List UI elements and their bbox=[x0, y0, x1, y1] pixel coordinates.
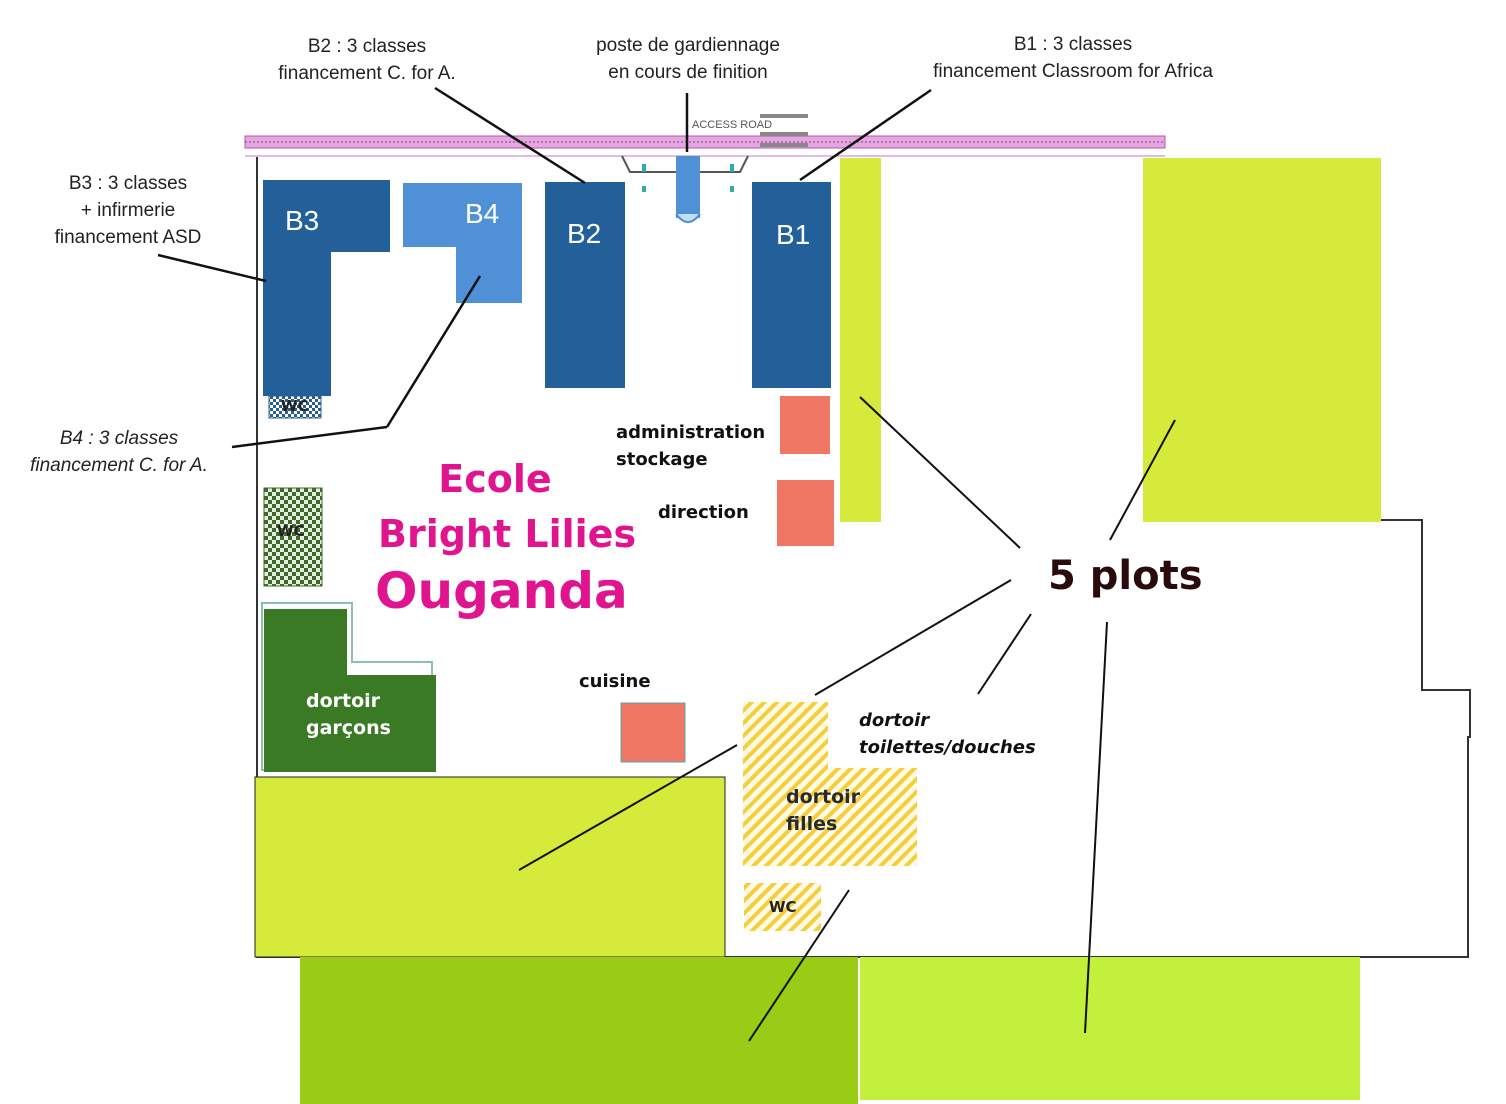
plot-bottom-left bbox=[254, 776, 726, 958]
building-b4-label: B4 bbox=[465, 198, 500, 229]
label-b4: B4 : 3 classes financement C. for A. bbox=[14, 425, 224, 479]
wc-left-block bbox=[263, 487, 323, 587]
wc-left-label: WC bbox=[277, 522, 305, 540]
access-road bbox=[244, 114, 1166, 157]
building-b2-label: B2 bbox=[567, 218, 602, 249]
building-b3 bbox=[263, 180, 390, 396]
label-guard-line2: en cours de finition bbox=[608, 62, 768, 83]
label-dortoir-filles: dortoir filles bbox=[786, 784, 860, 838]
label-b3-line3: financement ASD bbox=[54, 227, 202, 248]
plot-pointer-lines bbox=[518, 396, 1176, 1042]
label-dortoir-garcons-line2: garçons bbox=[306, 717, 391, 739]
guard-post bbox=[621, 155, 749, 223]
label-admin-storage: administration stockage bbox=[616, 419, 765, 473]
label-b3-line2: + infirmerie bbox=[80, 200, 176, 221]
label-b1-line1: B1 : 3 classes bbox=[1013, 34, 1133, 55]
label-b3: B3 : 3 classes + infirmerie financement … bbox=[40, 170, 216, 251]
plot-bottom-right bbox=[860, 957, 1360, 1100]
access-road-label: ACCESS ROAD bbox=[692, 119, 773, 131]
wc-top-block bbox=[268, 395, 322, 419]
label-b1: B1 : 3 classes financement Classroom for… bbox=[906, 31, 1240, 85]
label-guard-post: poste de gardiennage en cours de finitio… bbox=[582, 32, 794, 86]
label-dortoir-toilettes: dortoir toilettes/douches bbox=[859, 707, 1036, 761]
school-name-line3: Ouganda bbox=[375, 562, 628, 620]
label-b1-line2: financement Classroom for Africa bbox=[933, 61, 1213, 82]
wc-bottom-block bbox=[744, 883, 821, 931]
label-b2-line1: B2 : 3 classes bbox=[307, 36, 427, 57]
label-b4-line1: B4 : 3 classes bbox=[59, 428, 179, 449]
label-dortoir-filles-line2: filles bbox=[786, 813, 838, 835]
label-direction: direction bbox=[658, 502, 749, 523]
dortoir-filles-block bbox=[743, 702, 917, 866]
label-dortoir-toilettes-line2: toilettes/douches bbox=[859, 737, 1036, 758]
school-name-line1: Ecole bbox=[438, 457, 552, 501]
plot-strip-east-of-b1 bbox=[840, 158, 881, 522]
dortoir-garcons-block bbox=[261, 602, 436, 772]
label-admin-line2: stockage bbox=[616, 449, 708, 470]
admin-storage-room bbox=[780, 396, 830, 454]
plots-label: 5 plots bbox=[1048, 553, 1203, 599]
wc-bottom-label: WC bbox=[769, 898, 797, 916]
label-b2: B2 : 3 classes financement C. for A. bbox=[262, 33, 472, 87]
label-dortoir-filles-line1: dortoir bbox=[786, 786, 861, 808]
label-dortoir-garcons-line1: dortoir bbox=[306, 690, 381, 712]
building-b1-label: B1 bbox=[776, 219, 811, 250]
building-b4 bbox=[403, 183, 522, 303]
label-b2-line2: financement C. for A. bbox=[278, 63, 456, 84]
label-dortoir-toilettes-line1: dortoir bbox=[859, 710, 930, 731]
label-b3-line1: B3 : 3 classes bbox=[68, 173, 188, 194]
building-b1 bbox=[752, 182, 831, 388]
plot-bottom-center bbox=[300, 957, 858, 1104]
plot-top-right bbox=[1143, 158, 1381, 522]
building-b3-label: B3 bbox=[285, 205, 320, 236]
school-name-line2: Bright Lilies bbox=[378, 512, 637, 556]
label-b4-line2: financement C. for A. bbox=[30, 455, 208, 476]
label-guard-line1: poste de gardiennage bbox=[596, 35, 780, 56]
label-dortoir-garcons: dortoir garçons bbox=[306, 688, 391, 742]
direction-room bbox=[777, 480, 834, 546]
cuisine-room bbox=[620, 702, 686, 763]
label-admin-line1: administration bbox=[616, 422, 766, 443]
leader-lines bbox=[157, 86, 932, 449]
label-cuisine: cuisine bbox=[579, 671, 651, 692]
wc-top-label: WC bbox=[281, 397, 309, 415]
building-b2 bbox=[545, 182, 625, 388]
